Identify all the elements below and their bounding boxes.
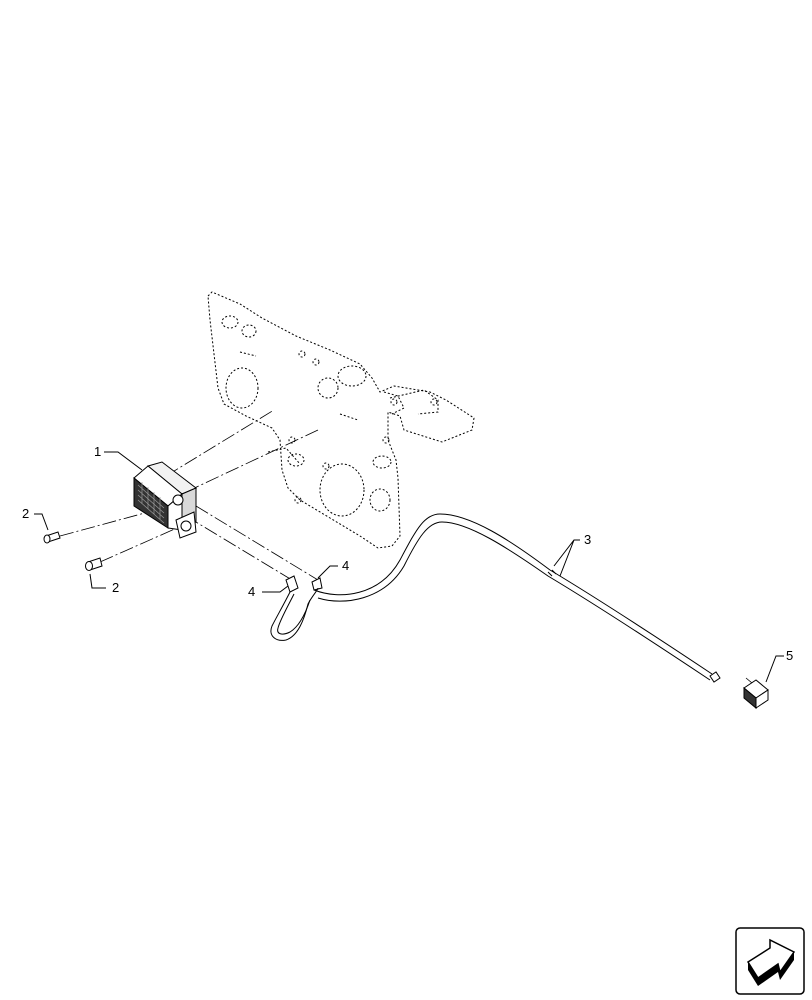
- arrow-navigation-icon[interactable]: [735, 927, 805, 995]
- callout-2-upper: 2: [22, 506, 29, 521]
- leader-lines: [34, 451, 784, 683]
- callout-1: 1: [94, 444, 101, 459]
- bolt-lower: [85, 557, 103, 571]
- callout-4-right: 4: [342, 558, 349, 573]
- callout-2-lower: 2: [112, 580, 119, 595]
- connector: [743, 679, 769, 710]
- terminal-right: [311, 577, 323, 591]
- mounting-plate: [207, 291, 475, 549]
- backup-alarm: [133, 461, 197, 539]
- bolt-upper: [43, 531, 61, 544]
- terminal-left: [285, 575, 299, 593]
- wire-harness: [270, 513, 721, 683]
- callout-5: 5: [786, 648, 793, 663]
- callout-4-left: 4: [248, 584, 255, 599]
- callout-3: 3: [584, 532, 591, 547]
- alignment-lines: [59, 409, 759, 689]
